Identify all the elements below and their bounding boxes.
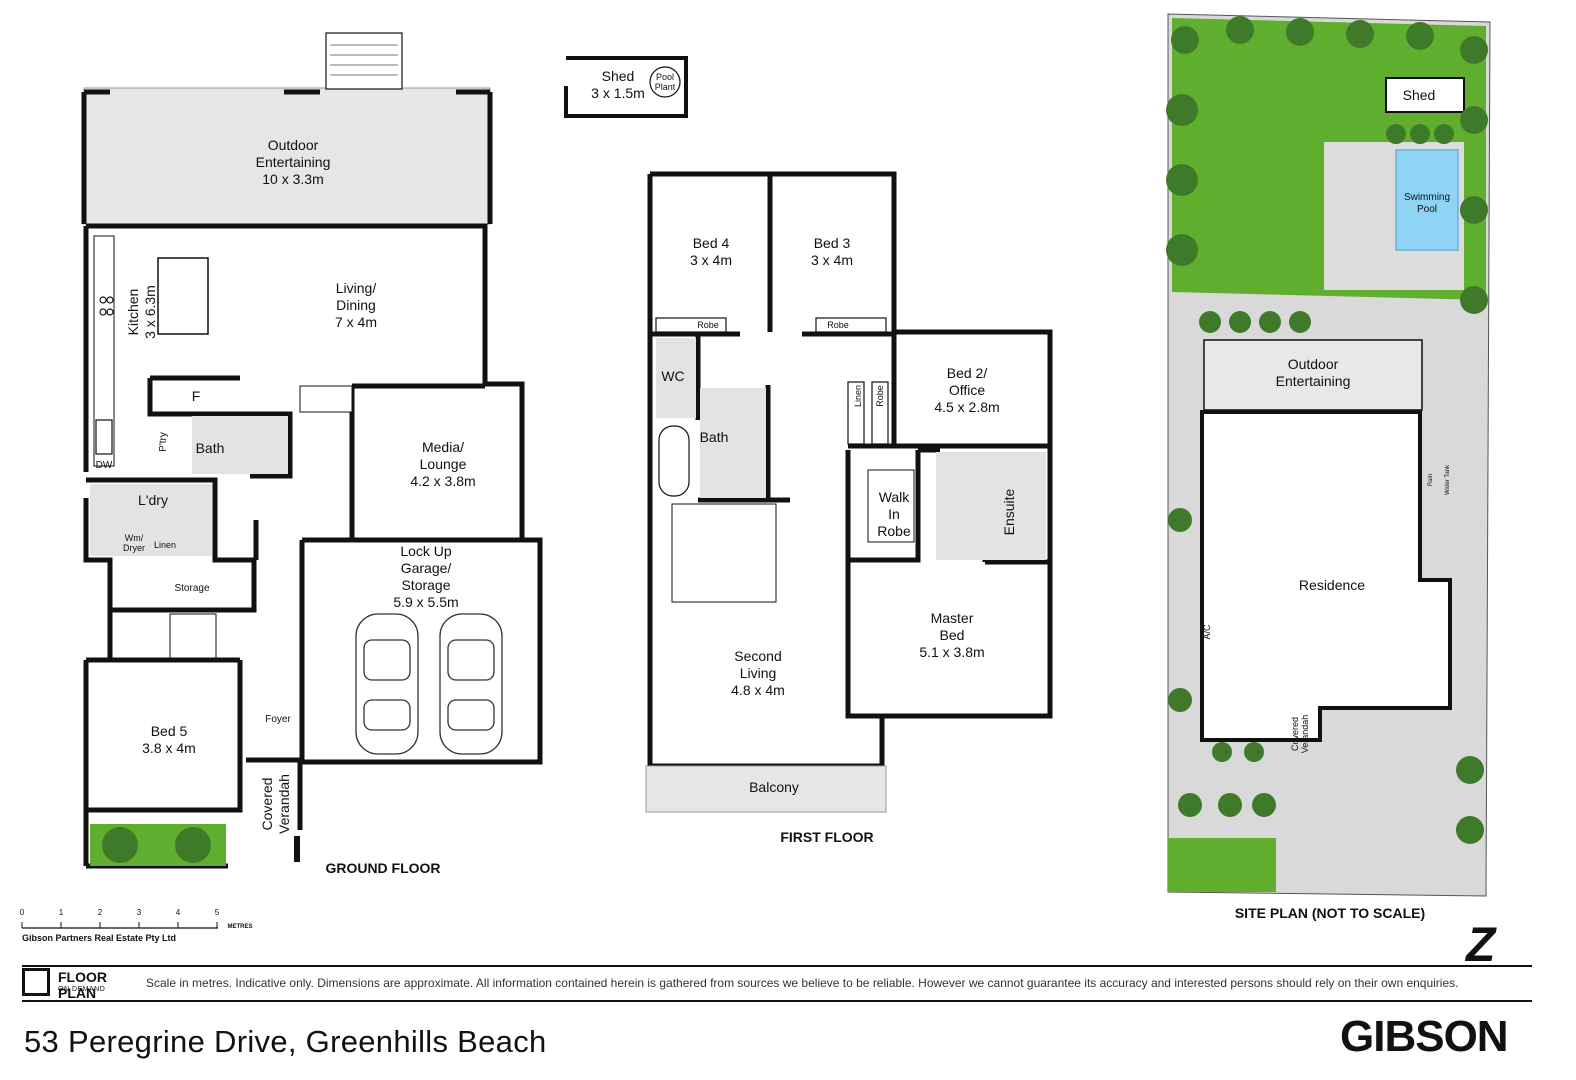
property-address: 53 Peregrine Drive, Greenhills Beach <box>24 1024 547 1059</box>
ff-wc-tiles <box>656 338 696 418</box>
gf-foyer-label: Foyer <box>265 714 291 725</box>
brand-line2: ON DEMAND <box>58 986 106 993</box>
scale-tick-label: 4 <box>176 908 181 917</box>
garage-cars <box>355 613 503 755</box>
gf-covered-verandah-label: CoveredVerandah <box>259 774 292 834</box>
ff-ensuite-label: Ensuite <box>1001 488 1017 535</box>
kitchen-bench <box>93 235 115 467</box>
ff-robe-label-2: Robe <box>827 320 849 330</box>
floorplan-on-demand-logo: FLOOR PLAN ON DEMAND <box>22 968 142 1001</box>
gf-laundry-tiles <box>90 484 212 556</box>
gf-laundry-label: L'dry <box>138 492 168 508</box>
gf-storage-label: Storage <box>174 583 209 594</box>
scale-tick-label: 1 <box>59 908 64 917</box>
site-covered-verandah-label: CoveredVerandah <box>1290 715 1310 754</box>
brand-line1: FLOOR PLAN <box>58 969 107 1001</box>
ff-balcony-label: Balcony <box>749 779 799 795</box>
kitchen-island <box>157 257 209 335</box>
outdoor-entertaining-area <box>83 87 491 225</box>
ff-robe-label-1: Robe <box>697 320 719 330</box>
ff-bath-label: Bath <box>700 429 729 445</box>
site-ac-label: A/C <box>1202 624 1212 640</box>
site-pool <box>1395 149 1459 251</box>
scale-tick-label: 3 <box>137 908 142 917</box>
gf-bath-tiles <box>192 416 288 474</box>
gf-stairs <box>299 385 353 413</box>
site-plan-heading: SITE PLAN (NOT TO SCALE) <box>1235 905 1425 921</box>
scale-tick-label: 5 <box>215 908 220 917</box>
footer-divider-top <box>22 965 1532 967</box>
balcony-area <box>645 765 887 813</box>
scale-tick-label: 2 <box>98 908 103 917</box>
ff-linen-label: Linen <box>853 385 863 407</box>
ff-stairs <box>671 503 777 603</box>
gf-pantry-label: P'try <box>158 432 169 452</box>
gf-bath-label: Bath <box>196 440 225 456</box>
gf-wm-dryer-label: Wm/Dryer <box>123 533 145 553</box>
footer-divider-bottom <box>22 1000 1532 1002</box>
site-shed-label: Shed <box>1403 87 1436 103</box>
site-shed <box>1385 77 1465 113</box>
gf-stairs-lower <box>169 613 217 659</box>
rear-stairs <box>325 32 403 90</box>
scale-tick-label: 0 <box>20 908 25 917</box>
scale-bar: 0 1 2 3 4 5 METRES <box>20 908 253 930</box>
ground-floor-heading: GROUND FLOOR <box>325 860 440 876</box>
gf-fridge-label: F <box>192 388 201 404</box>
gibson-logo: GIBSON <box>1340 1012 1509 1061</box>
gf-linen-label: Linen <box>154 540 176 550</box>
scale-unit-label: METRES <box>227 924 252 930</box>
ff-bath-tiles <box>700 388 766 498</box>
ff-ensuite-tiles <box>936 452 1046 560</box>
ff-wc-label: WC <box>661 368 684 384</box>
first-floor-heading: FIRST FLOOR <box>780 829 873 845</box>
disclaimer-text: Scale in metres. Indicative only. Dimens… <box>146 976 1459 990</box>
site-outdoor-entertaining <box>1203 339 1423 411</box>
site-residence <box>1200 410 1452 742</box>
z-brand-mark: Z <box>1466 919 1496 972</box>
gf-kitchen-label: Kitchen3 x 6.3m <box>125 285 158 339</box>
ff-robe-v-label: Robe <box>875 385 885 407</box>
site-residence-label: Residence <box>1299 577 1365 593</box>
fpod-mark-icon <box>22 968 50 996</box>
gf-dw-label: DW <box>96 460 113 471</box>
scale-company-label: Gibson Partners Real Estate Pty Ltd <box>22 933 177 943</box>
